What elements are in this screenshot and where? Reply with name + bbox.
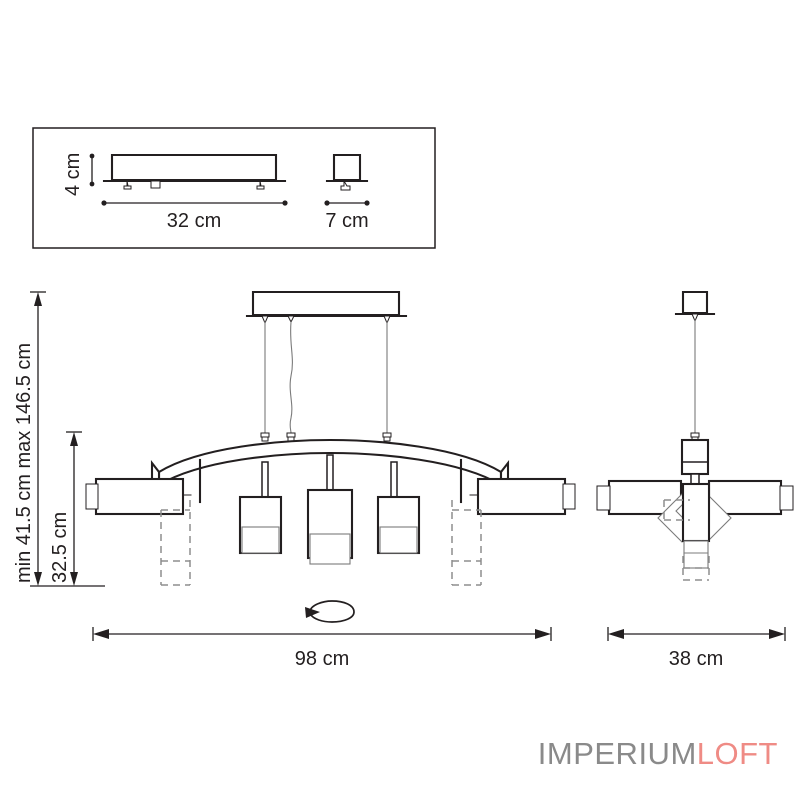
side-arm-right-tip	[779, 485, 794, 511]
dimension-7cm-label: 7 cm	[325, 210, 368, 232]
canopy-detail-box: 4 cm 32 cm	[32, 127, 436, 249]
rotation-arrow-icon	[305, 600, 355, 623]
dimension-width-label: 98 cm	[295, 648, 349, 670]
dimension-depth-label: 38 cm	[669, 648, 723, 670]
lamp-tip-left	[85, 483, 99, 510]
side-hub	[680, 438, 710, 485]
side-arm-left-tip	[596, 485, 611, 511]
lamp-tip-right	[562, 483, 576, 510]
cable-end-fittings	[260, 432, 392, 442]
pendant-lamp-3	[376, 461, 421, 555]
dimension-4cm-label: 4 cm	[62, 153, 84, 196]
pendant-shade-1	[241, 526, 280, 554]
side-center-lamp	[681, 482, 711, 569]
dimension-fixture-height: 32.5 cm	[49, 431, 82, 586]
front-elevation	[85, 290, 576, 623]
canopy-side-view-shape	[325, 153, 369, 191]
pendant-shade-3	[379, 526, 418, 554]
dimension-7cm: 7 cm	[324, 200, 370, 232]
side-ceiling-canopy	[674, 290, 716, 323]
dimension-fixture-height-label: 32.5 cm	[49, 512, 71, 583]
brand-logo-accent: LOFT	[696, 736, 778, 771]
lamp-left-alt-position	[160, 500, 191, 586]
lamp-right-alt-position	[451, 500, 482, 586]
dimension-32cm: 32 cm	[101, 200, 288, 232]
pendant-stem-3	[390, 461, 398, 498]
side-elevation	[596, 290, 794, 581]
canopy-front-view-shape	[102, 153, 287, 190]
dimension-width-98cm: 98 cm	[92, 627, 552, 670]
detail-box-border	[32, 127, 436, 249]
pendant-lamp-1	[238, 461, 283, 555]
dimension-drop-range-label: min 41.5 cm max 146.5 cm	[13, 343, 35, 583]
side-alt-position	[663, 499, 710, 581]
pendant-lamp-2	[306, 454, 354, 565]
dimension-drop-range: min 41.5 cm max 146.5 cm	[13, 291, 105, 587]
lamp-arm-left	[85, 458, 202, 586]
dimension-4cm: 4 cm	[62, 153, 95, 196]
pendant-stem-2	[326, 454, 334, 491]
suspension-cables	[264, 321, 388, 434]
lamp-arm-right	[451, 458, 576, 586]
dimension-depth-38cm: 38 cm	[607, 627, 786, 670]
power-cord	[289, 321, 293, 434]
lamp-body-left	[94, 477, 185, 516]
dimension-32cm-label: 32 cm	[167, 210, 221, 232]
brand-logo-primary: IMPERIUM	[537, 736, 697, 771]
ceiling-canopy	[245, 290, 408, 325]
pendant-stem-1	[261, 461, 269, 498]
lamp-body-right	[476, 477, 567, 516]
pendant-shade-2	[309, 533, 351, 565]
